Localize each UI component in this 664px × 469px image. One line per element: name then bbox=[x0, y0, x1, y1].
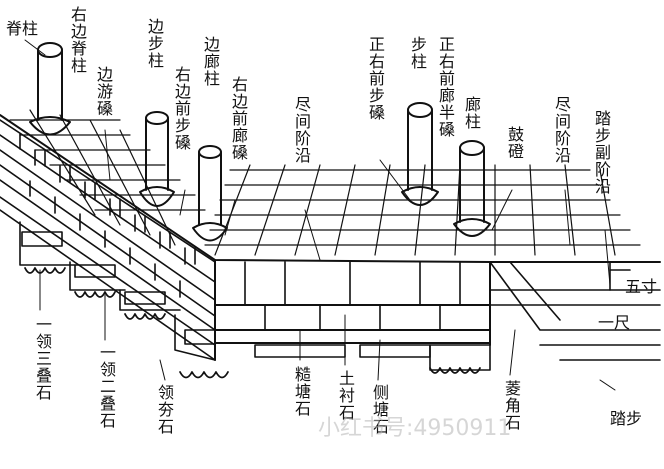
watermark-text: 小红书号:4950911 bbox=[318, 416, 512, 441]
right-steps bbox=[489, 261, 661, 361]
label-ta-bu-fu-jie-yan: 踏步副阶沿 bbox=[592, 110, 611, 195]
label-you-bian-qian-lang-sang: 右边前廊磉 bbox=[229, 76, 248, 161]
label-you-bian-ji-zhu: 右边脊柱 bbox=[68, 6, 87, 74]
column-side-step bbox=[139, 111, 175, 207]
column-ridge bbox=[29, 42, 71, 136]
label-ling-kua-shi: 领夯石 bbox=[155, 384, 174, 435]
label-bian-bu-zhu: 边步柱 bbox=[145, 18, 164, 69]
label-ce-tang-shi: 侧塘石 bbox=[370, 384, 389, 435]
platform-top-outline bbox=[0, 114, 661, 361]
label-zheng-you-qian-lang-ban-sang: 正右前廊半磉 bbox=[436, 36, 455, 138]
left-foundation-steps bbox=[19, 221, 216, 361]
label-yi-ling-er-die-shi: 一领二叠石 bbox=[97, 344, 116, 429]
label-you-bian-qian-bu-sang: 右边前步磉 bbox=[172, 66, 191, 151]
column-corridor bbox=[453, 140, 491, 237]
label-yi-chi: 一尺 bbox=[598, 313, 631, 332]
label-tu-shi: 土衬石 bbox=[336, 370, 355, 421]
label-bian-you-sang: 边游磉 bbox=[94, 66, 113, 117]
label-jin-jian-jie-yan-right: 尽间阶沿 bbox=[552, 96, 571, 164]
label-lang-zhu: 廊柱 bbox=[462, 96, 481, 130]
front-wall-blocks bbox=[244, 261, 491, 371]
label-ji-zhu: 脊柱 bbox=[6, 19, 39, 38]
column-step bbox=[401, 102, 439, 206]
label-wu-cun: 五寸 bbox=[625, 277, 658, 296]
label-cao-tang-shi: 糙塘石 bbox=[292, 366, 311, 417]
label-bian-lang-zhu: 边廊柱 bbox=[201, 36, 220, 87]
label-ta-bu: 踏步 bbox=[610, 409, 643, 428]
label-gu-deng: 鼓磴 bbox=[505, 126, 524, 160]
leader-lines bbox=[24, 39, 616, 391]
label-jin-jian-jie-yan-left: 尽间阶沿 bbox=[292, 96, 311, 164]
label-zheng-you-qian-bu-sang: 正右前步磉 bbox=[366, 36, 385, 121]
label-ling-jiao-shi: 菱角石 bbox=[502, 380, 521, 431]
label-yi-ling-san-die-shi: 一领三叠石 bbox=[33, 316, 52, 401]
column-side-corridor bbox=[192, 145, 228, 242]
platform-paving-grid bbox=[9, 109, 641, 256]
label-bu-zhu: 步柱 bbox=[408, 36, 427, 70]
rubble-scallops bbox=[24, 267, 481, 379]
columns bbox=[29, 42, 491, 242]
